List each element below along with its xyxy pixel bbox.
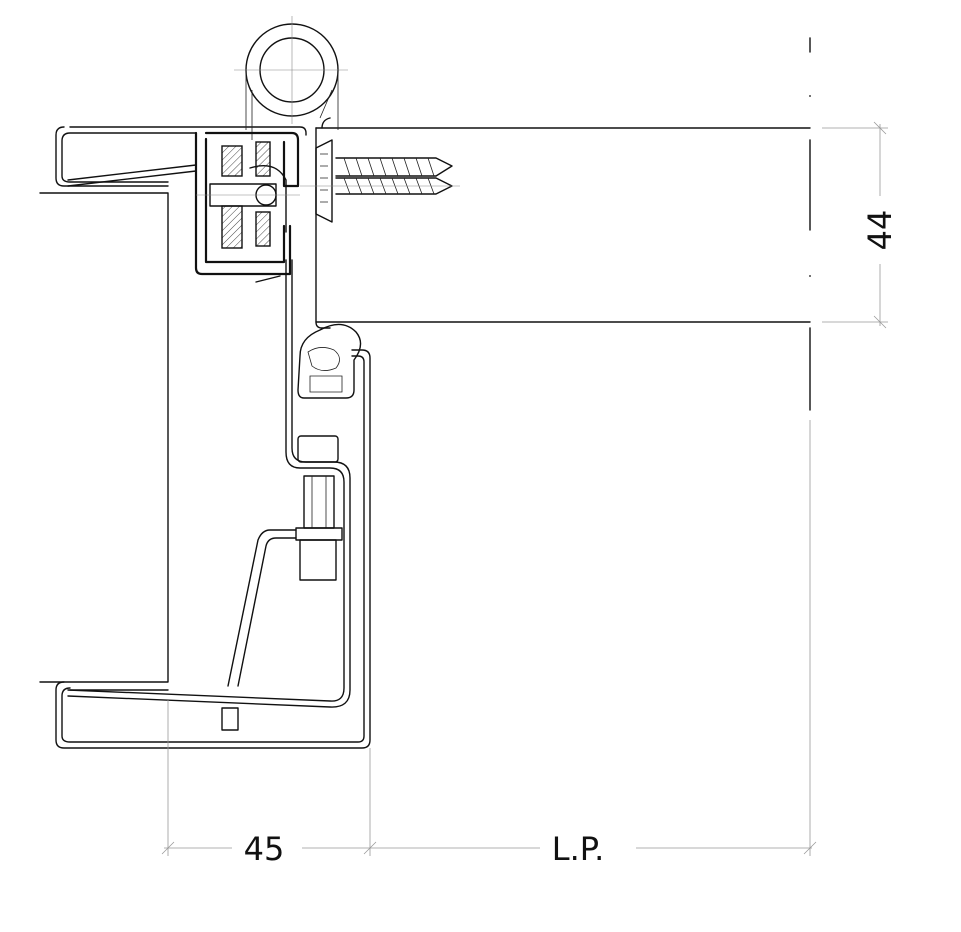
dimension-label-45: 45 (244, 830, 285, 868)
screw (300, 139, 460, 223)
adjuster-assembly (221, 435, 343, 731)
dimension-lp: L.P. (372, 420, 817, 868)
hinge-body (194, 131, 300, 283)
break-marks (809, 37, 811, 277)
frame-profile (55, 126, 371, 749)
door-gasket (297, 323, 362, 399)
dimension-label-lp: L.P. (552, 830, 604, 868)
dimension-44: 44 (822, 121, 899, 329)
hinge-knuckle (234, 16, 348, 140)
door-leaf (315, 117, 811, 411)
dimension-45: 45 (161, 700, 377, 868)
dimension-label-44: 44 (861, 210, 899, 251)
wall (39, 192, 169, 683)
